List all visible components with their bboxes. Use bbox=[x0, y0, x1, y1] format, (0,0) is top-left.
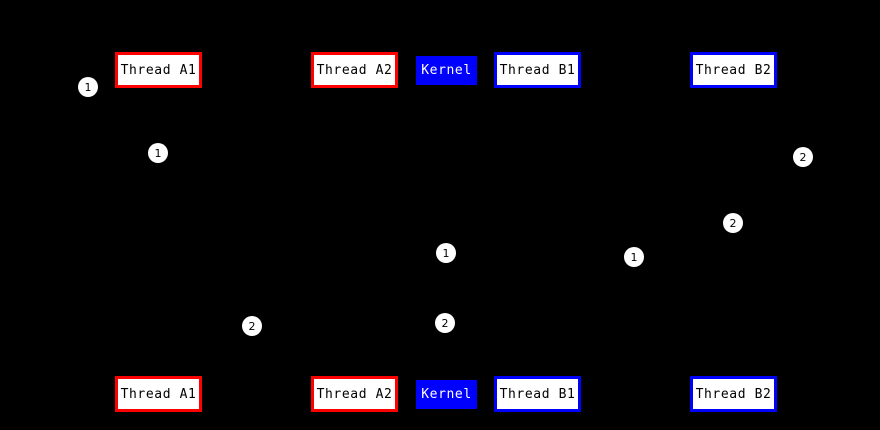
participant-thread-a2-bottom[interactable]: Thread A2 bbox=[311, 376, 398, 412]
sequence-badge-number: 1 bbox=[154, 146, 162, 160]
participant-thread-a1-top[interactable]: Thread A1 bbox=[115, 52, 202, 88]
sequence-badge-number: 2 bbox=[441, 316, 449, 330]
lifeline-kernel bbox=[446, 85, 447, 380]
lifeline-thread-a2 bbox=[354, 88, 355, 376]
lifeline-stub-kernel-bottom bbox=[445, 375, 448, 380]
participant-label: Thread B1 bbox=[499, 62, 576, 78]
message-arrow-5 bbox=[446, 323, 733, 324]
participant-label: Thread A2 bbox=[316, 386, 393, 402]
sequence-badge: 1 bbox=[148, 143, 168, 163]
participant-label: Thread A2 bbox=[316, 62, 393, 78]
participant-thread-a2-top[interactable]: Thread A2 bbox=[311, 52, 398, 88]
sequence-badge: 1 bbox=[78, 77, 98, 97]
participant-thread-b2-bottom[interactable]: Thread B2 bbox=[690, 376, 777, 412]
participant-thread-b1-bottom[interactable]: Thread B1 bbox=[494, 376, 581, 412]
sequence-badge-number: 2 bbox=[248, 319, 256, 333]
lifeline-thread-a1 bbox=[158, 88, 159, 376]
participant-label: Kernel bbox=[421, 63, 472, 78]
lifeline-stub-kernel-top bbox=[445, 83, 448, 88]
sequence-badge: 2 bbox=[435, 313, 455, 333]
message-arrow-3 bbox=[446, 257, 537, 258]
sequence-badge: 2 bbox=[723, 213, 743, 233]
lifeline-stub-thread-b1-bottom bbox=[536, 372, 539, 377]
message-arrow-2 bbox=[158, 253, 446, 254]
participant-label: Thread B2 bbox=[695, 386, 772, 402]
lifeline-stub-thread-a1-bottom bbox=[157, 372, 160, 377]
sequence-badge-number: 1 bbox=[442, 246, 450, 260]
message-arrow-6 bbox=[158, 326, 446, 327]
participant-label: Thread B1 bbox=[499, 386, 576, 402]
sequence-badge: 1 bbox=[624, 247, 644, 267]
participant-kernel-bottom[interactable]: Kernel bbox=[416, 380, 477, 409]
lifeline-stub-thread-a2-bottom bbox=[353, 372, 356, 377]
participant-label: Thread B2 bbox=[695, 62, 772, 78]
sequence-badge: 2 bbox=[793, 147, 813, 167]
participant-thread-a1-bottom[interactable]: Thread A1 bbox=[115, 376, 202, 412]
participant-thread-b2-top[interactable]: Thread B2 bbox=[690, 52, 777, 88]
lifeline-stub-thread-b2-bottom bbox=[732, 372, 735, 377]
sequence-badge: 1 bbox=[436, 243, 456, 263]
sequence-badge-number: 2 bbox=[729, 216, 737, 230]
participant-label: Thread A1 bbox=[120, 386, 197, 402]
participant-kernel-top[interactable]: Kernel bbox=[416, 56, 477, 85]
participant-label: Thread A1 bbox=[120, 62, 197, 78]
sequence-badge-number: 1 bbox=[630, 250, 638, 264]
message-arrow-1 bbox=[68, 87, 158, 88]
participant-label: Kernel bbox=[421, 387, 472, 402]
message-arrow-4 bbox=[733, 157, 812, 158]
participant-thread-b1-top[interactable]: Thread B1 bbox=[494, 52, 581, 88]
sequence-badge: 2 bbox=[242, 316, 262, 336]
lifeline-thread-b1 bbox=[537, 88, 538, 376]
sequence-badge-number: 2 bbox=[799, 150, 807, 164]
sequence-badge-number: 1 bbox=[84, 80, 92, 94]
